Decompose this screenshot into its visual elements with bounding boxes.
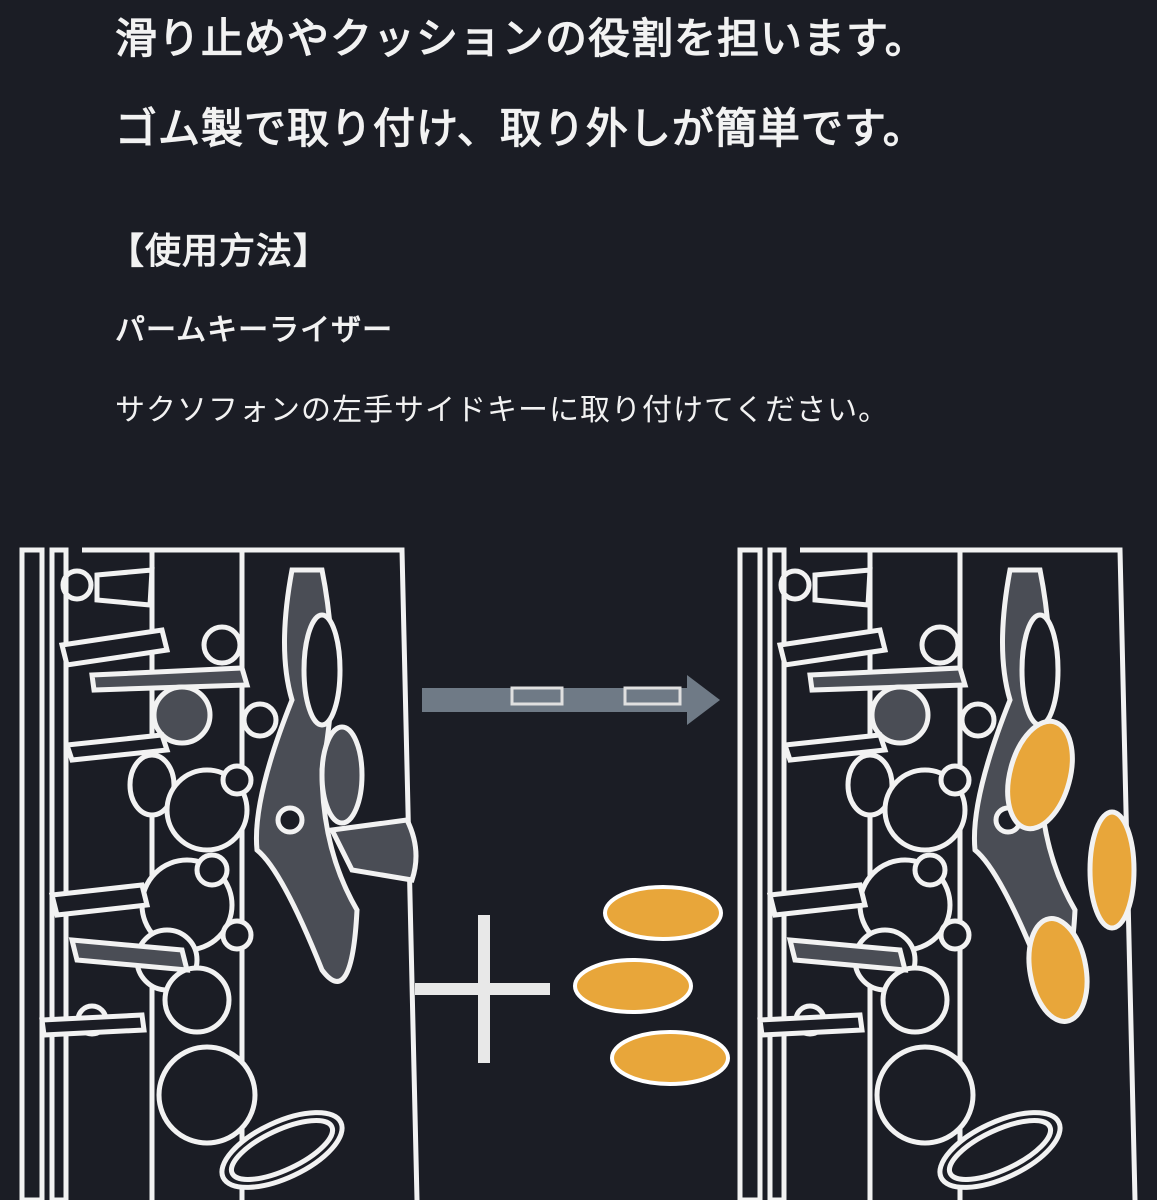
palm-key-riser-pads bbox=[573, 885, 730, 1086]
riser-pad-installed bbox=[1026, 916, 1090, 1024]
arrow-icon bbox=[422, 675, 720, 725]
palm-key-middle bbox=[328, 817, 419, 883]
product-name: パームキーライザー bbox=[115, 313, 394, 348]
plus-icon bbox=[415, 915, 550, 1063]
saxophone-after bbox=[740, 550, 1135, 1200]
riser-pad bbox=[573, 958, 693, 1014]
description-line-1: 滑り止めやクッションの役割を担います。 bbox=[115, 14, 928, 63]
usage-heading: 【使用方法】 bbox=[108, 231, 331, 272]
saxophone-before bbox=[22, 550, 417, 1200]
riser-pad bbox=[603, 885, 723, 941]
riser-pad-installed bbox=[1087, 809, 1137, 931]
description-line-2: ゴム製で取り付け、取り外しが簡単です。 bbox=[115, 104, 926, 153]
riser-pad-installed bbox=[1005, 718, 1075, 832]
usage-instruction: サクソフォンの左手サイドキーに取り付けてください。 bbox=[115, 393, 890, 428]
riser-pad bbox=[610, 1030, 730, 1086]
palm-key-top bbox=[319, 724, 365, 826]
